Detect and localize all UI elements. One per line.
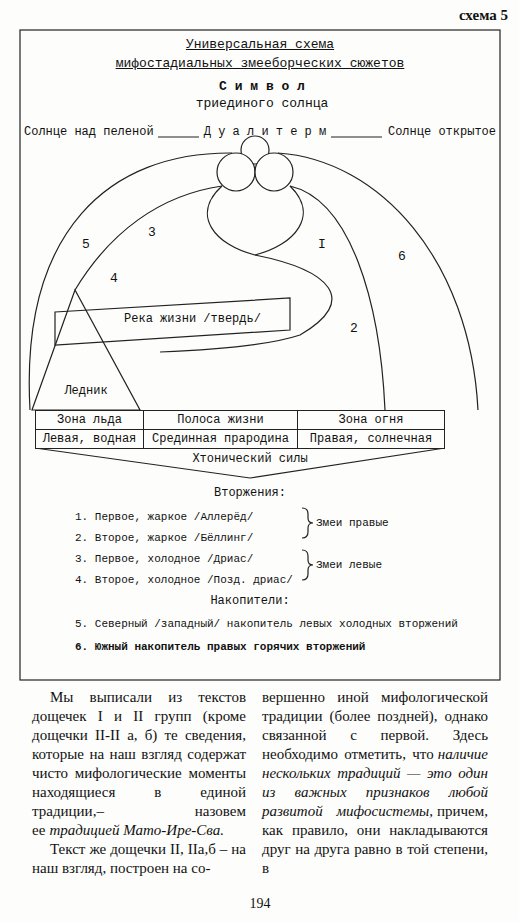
body-text-italic: традицией Мато-Ире-Сва. — [49, 822, 224, 838]
text-column: вершенно иной мифологической традиции (б… — [262, 688, 488, 878]
callout-number: 4 — [110, 272, 118, 286]
invasion-item: 4. Второе, холодное /Позд. дриас/ — [75, 573, 293, 587]
zone-cell: Зона льда — [35, 410, 144, 430]
symbol-heading: триединого солнца — [196, 97, 329, 111]
brace — [302, 508, 313, 538]
inner-left-arc — [75, 186, 222, 290]
sun-caption: Солнце над пеленой — [24, 125, 154, 139]
node-text: Зона огня — [339, 413, 404, 427]
brace-label: Змеи левые — [316, 558, 382, 572]
glacier-region-shape — [32, 290, 140, 410]
node-text: Срединная прародина — [152, 432, 289, 446]
invasion-item: 2. Второе, жаркое /Бёллинг/ — [75, 531, 253, 545]
body-text: Текст же дощечки II, IIа,б – на наш взгл… — [32, 841, 246, 876]
outer-left-arc — [29, 153, 232, 410]
symbol-heading: С и м в о л — [219, 80, 305, 94]
node-text: Левая, водная — [43, 432, 137, 446]
page-number: 194 — [250, 896, 271, 912]
callout-number: 2 — [350, 322, 358, 336]
dualiterm-line — [158, 136, 199, 137]
inner-right-arc — [290, 186, 385, 410]
node-text: Ледник — [64, 384, 107, 398]
invasion-item: 1. Первое, жаркое /Аллерёд/ — [75, 510, 253, 524]
zone-cell: Зона огня — [297, 410, 445, 430]
dualiterm-label: Д у а л и т е р м — [204, 125, 326, 139]
river-band-shape — [55, 298, 290, 345]
diagram-title: Универсальная схема — [186, 38, 334, 52]
brace-label: Змеи правые — [316, 516, 389, 530]
node-text: Полоса жизни — [177, 413, 263, 427]
node-text: Правая, солнечная — [310, 432, 432, 446]
node-text: Зона льда — [57, 413, 122, 427]
sun-circle — [217, 153, 255, 191]
paragraph: Текст же дощечки II, IIа,б – на наш взгл… — [32, 840, 246, 878]
callout-number: 5 — [82, 238, 90, 252]
diagram-title: мифостадиальных змееборческих сюжетов — [116, 57, 405, 71]
callout-number: I — [318, 238, 326, 252]
chthonic-v — [35, 448, 445, 478]
accumulator-item: 6. Южный накопитель правых горячих вторж… — [75, 640, 365, 654]
node-text: Река жизни /твердь/ — [124, 312, 261, 326]
invasion-item: 3. Первое, холодное /Дриас/ — [75, 552, 253, 566]
zone-cell: Правая, солнечная — [297, 429, 445, 449]
text-column: Мы выписали из текстов дощечек I и II гр… — [32, 688, 246, 878]
dualiterm-line — [331, 136, 382, 137]
accumulator-item: 5. Северный /западный/ накопитель левых … — [75, 617, 458, 631]
zone-cell: Левая, водная — [35, 429, 144, 449]
sun-circle — [255, 153, 293, 191]
glacier-region: Ледник — [32, 290, 140, 410]
section-heading: Вторжения: — [214, 486, 286, 500]
brace — [302, 550, 313, 580]
paragraph: вершенно иной мифологической традиции (б… — [262, 688, 488, 878]
callout-number: 3 — [148, 226, 156, 240]
paragraph: Мы выписали из текстов дощечек I и II гр… — [32, 688, 246, 840]
callout-number: 6 — [398, 250, 406, 264]
sun-caption: Солнце открытое — [388, 125, 496, 139]
body-text: Мы выписали из текстов дощечек I и II гр… — [32, 689, 246, 838]
zone-cell: Полоса жизни — [143, 410, 298, 430]
scheme-number: схема 5 — [459, 6, 508, 24]
chthonic-label: Хтонический силы — [192, 452, 307, 466]
outer-right-arc — [278, 153, 478, 410]
section-heading: Накопители: — [210, 594, 289, 608]
heart-curve — [207, 186, 303, 255]
river-band: Река жизни /твердь/ — [55, 296, 290, 346]
frame — [20, 30, 500, 680]
zone-cell: Срединная прародина — [143, 429, 298, 449]
